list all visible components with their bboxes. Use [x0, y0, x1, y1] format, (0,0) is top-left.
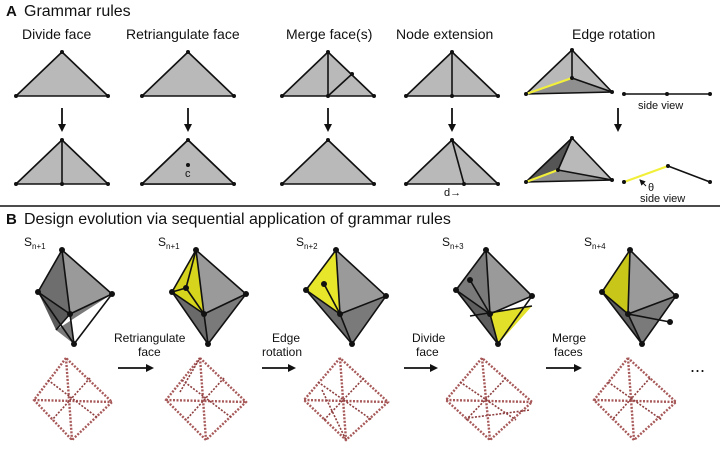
divide-face-before [14, 50, 110, 98]
rule-title-divide-face: Divide face [22, 26, 91, 42]
panel-a-title: Grammar rules [24, 3, 131, 20]
retriangulate-face-before [140, 50, 236, 98]
rule-title-retriangulate-face: Retriangulate face [126, 26, 240, 42]
state-label-2: Sn+1 [158, 235, 180, 251]
lattice-1 [32, 357, 114, 442]
step-1-label-line-2: face [138, 345, 161, 359]
lattice-2 [164, 357, 248, 442]
side-view-rotated [622, 164, 712, 187]
retriangulate-face-after [140, 138, 236, 186]
state-label-1: Sn+1 [24, 235, 46, 251]
lattice-3 [302, 357, 390, 442]
step-2-label-line-1: Edge [272, 331, 300, 345]
octahedron-1 [35, 247, 115, 347]
continuation-ellipsis: ... [690, 356, 705, 376]
divide-face-after [14, 138, 110, 186]
rotation-angle-label: θ [648, 182, 654, 194]
side-view-flat [622, 92, 712, 96]
state-label-3: Sn+2 [296, 235, 318, 251]
panel-b-title: Design evolution via sequential applicat… [24, 211, 451, 228]
centroid-label: c [185, 168, 191, 180]
node-extension-after [404, 138, 500, 186]
merge-faces-before [280, 50, 376, 98]
step-3-label-line-1: Divide [412, 331, 446, 345]
edge-rotation-after [524, 136, 614, 184]
panel-a-letter: A [6, 3, 17, 20]
rule-title-edge-rotation: Edge rotation [572, 26, 655, 42]
state-label-5: Sn+4 [584, 235, 606, 251]
lattice-5 [592, 357, 678, 442]
octahedron-4 [453, 247, 535, 347]
extension-distance-label: d→ [444, 187, 461, 199]
rule-title-node-extension: Node extension [396, 26, 493, 42]
octahedron-3 [303, 247, 389, 347]
edge-rotation-before [524, 48, 614, 96]
node-extension-before [404, 50, 500, 98]
octahedron-2 [169, 247, 249, 347]
merge-faces-after [280, 138, 376, 186]
panel-b-letter: B [6, 211, 17, 228]
side-view-label-top: side view [638, 100, 683, 112]
side-view-label-bottom: side view [640, 193, 685, 205]
step-3-label-line-2: face [416, 345, 439, 359]
step-4-label-line-2: faces [554, 345, 583, 359]
state-label-4: Sn+3 [442, 235, 464, 251]
step-1-label-line-1: Retriangulate [114, 331, 186, 345]
rule-title-merge-faces: Merge face(s) [286, 26, 372, 42]
lattice-4 [444, 357, 534, 442]
octahedron-5 [599, 247, 679, 347]
step-4-label-line-1: Merge [552, 331, 586, 345]
step-2-label-line-2: rotation [262, 345, 302, 359]
